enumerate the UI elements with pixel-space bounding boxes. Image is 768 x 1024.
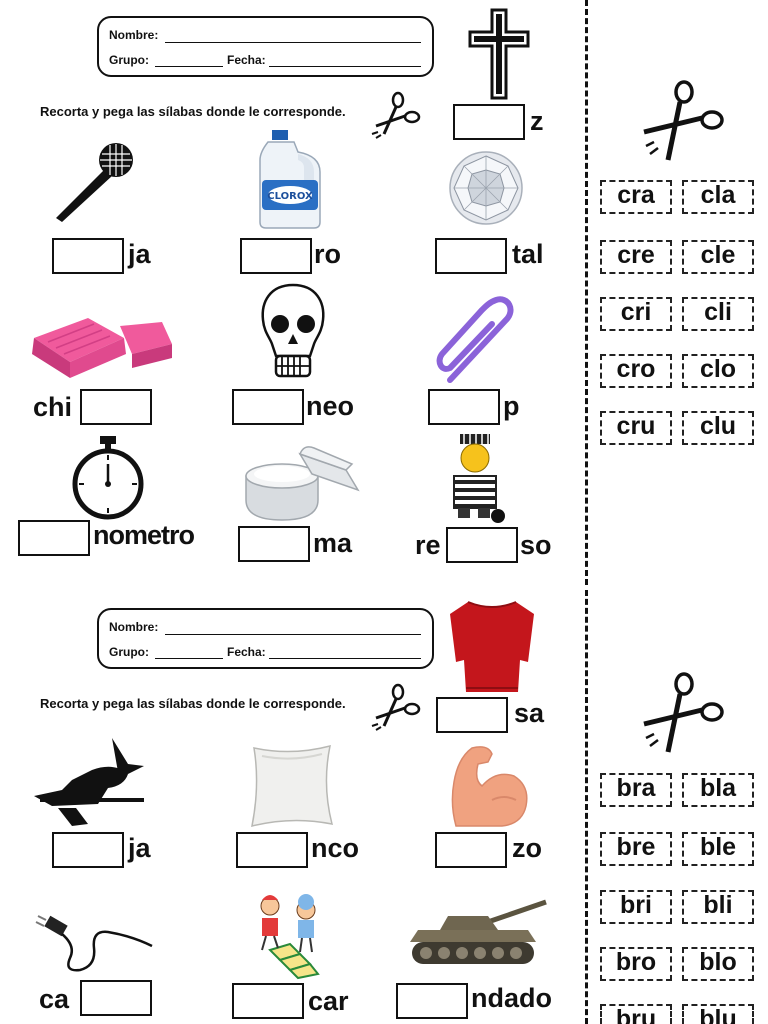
- cut-line-bottom: [585, 590, 588, 1024]
- svg-text:CLOROX: CLOROX: [267, 191, 313, 202]
- answer-box-ja-2[interactable]: [52, 832, 124, 868]
- suffix-sa: sa: [514, 698, 545, 728]
- group-line[interactable]: [155, 66, 223, 67]
- chewing-gum-icon: [32, 318, 172, 378]
- suffix-car: car: [308, 986, 349, 1016]
- suffix-tal: tal: [512, 239, 544, 269]
- cutout-syllable[interactable]: clo: [682, 354, 754, 388]
- date-line[interactable]: [269, 658, 421, 659]
- answer-box-ro[interactable]: [240, 238, 312, 274]
- suffix-neo: neo: [306, 391, 355, 421]
- suffix-z: z: [530, 106, 544, 136]
- answer-box-z[interactable]: [453, 104, 525, 140]
- answer-box-nco[interactable]: [236, 832, 308, 868]
- cutout-syllable[interactable]: bru: [600, 1004, 672, 1024]
- stopwatch-icon: [72, 436, 144, 520]
- cutout-syllable[interactable]: cre: [600, 240, 672, 274]
- name-label: Nombre:: [109, 28, 159, 42]
- blouse-icon: [450, 601, 534, 692]
- answer-box-ndado[interactable]: [396, 983, 468, 1019]
- arm-muscle-icon: [451, 746, 528, 827]
- cutout-syllable[interactable]: cri: [600, 297, 672, 331]
- suffix-ja-2: ja: [128, 833, 151, 863]
- paperclip-icon: [436, 296, 514, 383]
- answer-box-ma[interactable]: [238, 526, 310, 562]
- name-line[interactable]: [165, 42, 421, 43]
- answer-box-nometro[interactable]: [18, 520, 90, 556]
- cutout-syllable[interactable]: bro: [600, 947, 672, 981]
- answer-box-car[interactable]: [232, 983, 304, 1019]
- answer-box-ca[interactable]: [80, 980, 152, 1016]
- instruction-text: Recorta y pega las sílabas donde le corr…: [40, 696, 346, 711]
- group-line[interactable]: [155, 658, 223, 659]
- prefix-chi: chi: [33, 392, 73, 422]
- suffix-p: p: [503, 391, 520, 421]
- suffix-ja: ja: [128, 239, 151, 269]
- scissors-icon: [643, 80, 724, 161]
- instruction-text: Recorta y pega las sílabas donde le corr…: [40, 104, 346, 119]
- answer-box-zo[interactable]: [435, 832, 507, 868]
- microphone-icon: [56, 143, 133, 222]
- suffix-nco: nco: [311, 833, 360, 863]
- suffix-so: so: [520, 530, 552, 560]
- witch-icon: [34, 738, 144, 826]
- tank-icon: [410, 899, 547, 964]
- name-line[interactable]: [165, 634, 421, 635]
- cutout-syllable[interactable]: cru: [600, 411, 672, 445]
- scissors-icon: [371, 683, 421, 731]
- cutout-syllable[interactable]: cle: [682, 240, 754, 274]
- prefix-re: re: [415, 530, 441, 560]
- prefix-ca: ca: [39, 984, 70, 1014]
- diamond-icon: [449, 151, 523, 225]
- cutout-syllable[interactable]: bra: [600, 773, 672, 807]
- group-label: Grupo:: [109, 645, 149, 659]
- cutout-syllable[interactable]: cra: [600, 180, 672, 214]
- cutout-syllable[interactable]: cli: [682, 297, 754, 331]
- prisoner-icon: [453, 434, 505, 523]
- cutout-syllable[interactable]: cla: [682, 180, 754, 214]
- answer-box-re-so[interactable]: [446, 527, 518, 563]
- answer-box-chi[interactable]: [80, 389, 152, 425]
- cutout-syllable[interactable]: clu: [682, 411, 754, 445]
- scissors-icon: [643, 672, 724, 753]
- cutout-syllable[interactable]: bla: [682, 773, 754, 807]
- suffix-nometro: nometro: [93, 520, 195, 550]
- name-label: Nombre:: [109, 620, 159, 634]
- suffix-ndado: ndado: [471, 983, 552, 1013]
- cross-icon: [468, 8, 530, 100]
- answer-box-neo[interactable]: [232, 389, 304, 425]
- date-label: Fecha:: [227, 645, 266, 659]
- suffix-zo: zo: [512, 833, 542, 863]
- cut-line-top: [585, 0, 588, 585]
- suffix-ma: ma: [313, 528, 353, 558]
- answer-box-ja[interactable]: [52, 238, 124, 274]
- cutout-syllable[interactable]: cro: [600, 354, 672, 388]
- answer-box-tal[interactable]: [435, 238, 507, 274]
- cream-jar-icon: [245, 446, 360, 521]
- cutout-syllable[interactable]: blu: [682, 1004, 754, 1024]
- answer-box-sa[interactable]: [436, 697, 508, 733]
- cushion-icon: [251, 744, 334, 828]
- cutout-syllable[interactable]: bre: [600, 832, 672, 866]
- suffix-ro: ro: [314, 239, 341, 269]
- student-info-box: Nombre: Grupo: Fecha:: [97, 16, 434, 77]
- answer-box-p[interactable]: [428, 389, 500, 425]
- scissors-icon: [371, 91, 421, 139]
- cutout-syllable[interactable]: bli: [682, 890, 754, 924]
- date-line[interactable]: [269, 66, 421, 67]
- skull-icon: [261, 283, 325, 378]
- hopscotch-kids-icon: [260, 894, 320, 980]
- group-label: Grupo:: [109, 53, 149, 67]
- cutout-syllable[interactable]: ble: [682, 832, 754, 866]
- cutout-syllable[interactable]: blo: [682, 947, 754, 981]
- student-info-box: Nombre: Grupo: Fecha:: [97, 608, 434, 669]
- date-label: Fecha:: [227, 53, 266, 67]
- cable-icon: [35, 915, 153, 972]
- cutout-syllable[interactable]: bri: [600, 890, 672, 924]
- bleach-bottle-icon: CLOROX: [259, 130, 321, 229]
